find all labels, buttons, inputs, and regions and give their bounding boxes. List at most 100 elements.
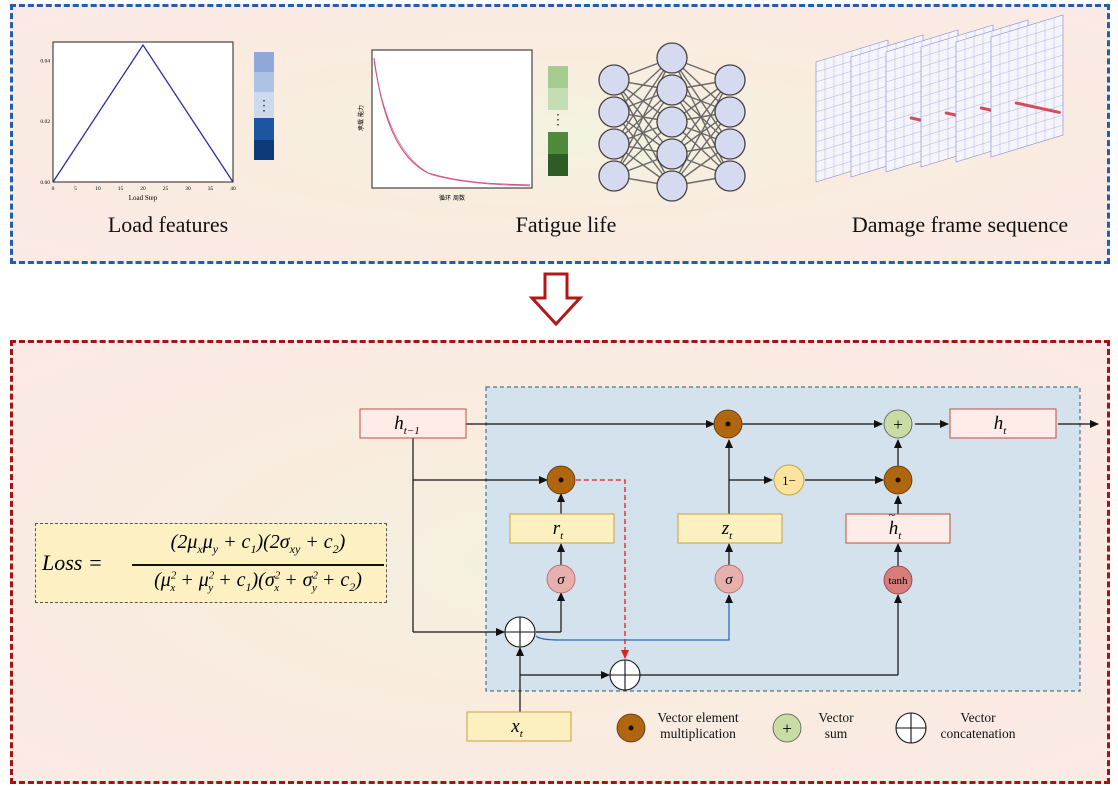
nn-neuron	[714, 64, 746, 96]
svg-text:1−: 1−	[782, 473, 796, 488]
load-y-tick-label: 0.04	[40, 58, 50, 64]
update-sigma-node: σ	[714, 564, 744, 594]
blue-swatch	[254, 52, 274, 72]
legend-mult-icon	[616, 713, 646, 743]
reset-gate-box	[509, 513, 615, 544]
reset-product-dashed-line	[576, 479, 629, 659]
fatigue-y-axis-label: 承载 能力	[357, 105, 365, 131]
tilde-mark: ~	[889, 508, 896, 522]
nn-connection	[613, 57, 673, 177]
svg-text:+: +	[782, 719, 792, 738]
nn-connection	[613, 89, 673, 177]
load-x-tick-label: 25	[163, 186, 169, 192]
fatigue-x-axis-label: 循环 周数	[439, 194, 465, 202]
nn-neuron	[656, 106, 688, 138]
candidate-state-box	[845, 513, 951, 544]
concat-node-1	[504, 616, 536, 648]
nn-neuron	[598, 96, 630, 128]
load-x-tick-label: 5	[74, 186, 77, 192]
loss-formula-box: Loss = (2μxμy + c1)(2σxy + c2) (μ2x + μ2…	[35, 523, 387, 603]
one-minus-node: 1−	[773, 464, 805, 496]
nn-connection	[671, 79, 731, 187]
blue-swatch	[254, 118, 274, 140]
reset-multiply-node	[546, 465, 576, 495]
load-feature-vector: ⋮	[254, 52, 274, 160]
reset-sigma-node: σ	[546, 564, 576, 594]
fatigue-curve-markers	[373, 61, 531, 187]
nn-neuron	[714, 128, 746, 160]
h-t-label: ht	[994, 413, 1008, 437]
svg-text:σ: σ	[557, 572, 565, 588]
legend-sum-icon: +	[772, 713, 802, 743]
loss-denominator: (μ2x + μ2y + c1)(σ2x + σ2y + c2)	[154, 569, 362, 594]
loss-label: Loss =	[42, 550, 103, 575]
fatigue-life-plot: 承载 能力 循环 周数	[357, 49, 533, 202]
nn-neuron	[656, 138, 688, 170]
h-t-box	[949, 408, 1057, 439]
fatigue-feature-vector: ⋮	[548, 66, 568, 176]
x-t-box	[466, 711, 572, 742]
nn-connection	[613, 57, 673, 145]
fraction-bar	[132, 564, 384, 566]
load-x-axis-label: Load Step	[129, 194, 158, 202]
caption-fatigue-life: Fatigue life	[515, 212, 617, 237]
nn-neuron	[598, 160, 630, 192]
update-gate-input-line	[535, 594, 733, 641]
down-arrow-icon	[528, 272, 584, 327]
caption-load-features: Load features	[107, 212, 229, 237]
concat-node-2	[609, 659, 641, 691]
vertical-ellipsis: ⋮	[551, 113, 565, 128]
fatigue-plot-frame	[371, 49, 533, 189]
nn-neuron	[714, 96, 746, 128]
nn-neuron	[656, 170, 688, 202]
sum-node: +	[883, 409, 913, 439]
damage-frame-stack	[815, 14, 1064, 183]
legend-concat-icon	[895, 712, 927, 744]
nn-connection	[671, 79, 731, 155]
green-swatch	[548, 66, 568, 88]
svg-text:σ: σ	[725, 572, 733, 588]
candidate-state-label: ht	[889, 518, 903, 542]
load-y-tick-label: 0.02	[40, 119, 50, 125]
load-x-tick-label: 40	[230, 186, 236, 192]
nn-neuron	[714, 160, 746, 192]
nn-neuron	[598, 128, 630, 160]
svg-text:tanh: tanh	[889, 575, 908, 587]
reset-gate-label: rt	[553, 518, 564, 542]
update-gate-label: zt	[721, 518, 733, 542]
load-x-tick-label: 30	[185, 186, 191, 192]
load-x-tick-label: 35	[208, 186, 214, 192]
load-features-plot: 0 5 10 15 20 25 30 35 40 0.00 0.02 0.04 Load Step	[40, 41, 236, 202]
nn-neuron	[656, 74, 688, 106]
nn-neuron	[598, 64, 630, 96]
load-series-line	[52, 43, 234, 183]
blue-swatch	[254, 140, 274, 160]
load-plot-frame	[52, 41, 234, 183]
load-x-tick-label: 10	[95, 186, 101, 192]
x-t-label: xt	[510, 716, 523, 740]
h-prev-label: ht−1	[394, 413, 419, 437]
svg-text:+: +	[893, 415, 903, 434]
green-swatch	[548, 132, 568, 154]
damage-frame	[990, 14, 1064, 158]
blue-swatch	[254, 92, 274, 118]
nn-connection	[671, 111, 731, 187]
h-prev-box	[359, 408, 467, 439]
caption-damage-frame-sequence: Damage frame sequence	[851, 212, 1069, 237]
update-multiply-node	[713, 409, 743, 439]
green-swatch	[548, 88, 568, 110]
load-x-tick-label: 20	[140, 186, 146, 192]
update-gate-box	[677, 513, 783, 544]
nn-neuron	[656, 42, 688, 74]
green-swatch	[548, 154, 568, 176]
loss-numerator: (2μxμy + c1)(2σxy + c2)	[170, 531, 346, 556]
load-y-tick-label: 0.00	[40, 180, 50, 186]
candidate-multiply-node	[883, 465, 913, 495]
load-x-tick-label: 15	[118, 186, 124, 192]
blue-swatch	[254, 72, 274, 92]
load-x-tick-label: 0	[52, 186, 55, 192]
